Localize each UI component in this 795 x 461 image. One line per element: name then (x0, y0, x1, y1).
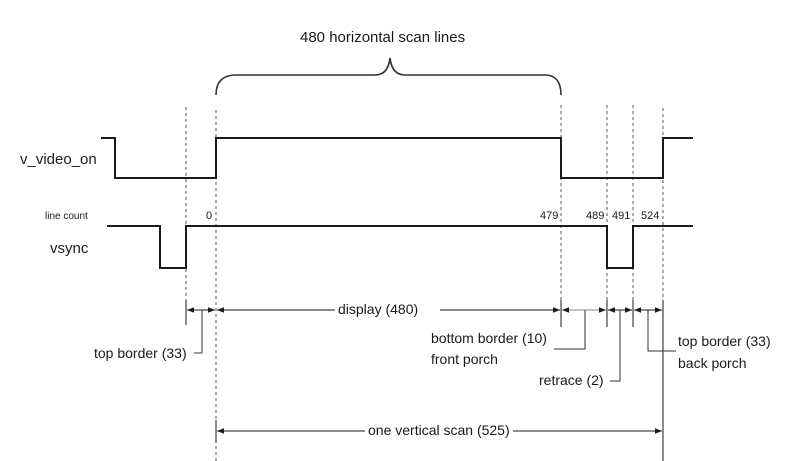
dashed-guides (185, 105, 664, 461)
scan-lines-title: 480 horizontal scan lines (300, 29, 466, 46)
line-count-label: line count (45, 211, 88, 222)
line-count-524: 524 (641, 210, 660, 222)
front-porch-label: front porch (431, 351, 498, 367)
brace (215, 57, 562, 96)
one-vertical-scan-label: one vertical scan (525) (367, 422, 511, 438)
leader-lines (194, 310, 676, 382)
retrace-label: retrace (2) (539, 372, 604, 388)
v-video-on-label: v_video_on (20, 151, 97, 168)
vsync-waveform (107, 225, 693, 269)
v-video-on-waveform (101, 137, 693, 179)
dimension-arrows (187, 307, 662, 434)
bottom-border-label: bottom border (10) (431, 330, 547, 346)
top-border-right-label: top border (33) (678, 333, 771, 349)
line-count-491: 491 (612, 210, 631, 222)
line-count-0: 0 (206, 210, 213, 222)
vsync-label: vsync (50, 240, 89, 257)
top-border-left-label: top border (33) (94, 345, 187, 361)
display-label: display (480) (337, 301, 420, 317)
line-count-489: 489 (586, 210, 605, 222)
back-porch-label: back porch (678, 355, 747, 371)
line-count-479: 479 (540, 210, 559, 222)
